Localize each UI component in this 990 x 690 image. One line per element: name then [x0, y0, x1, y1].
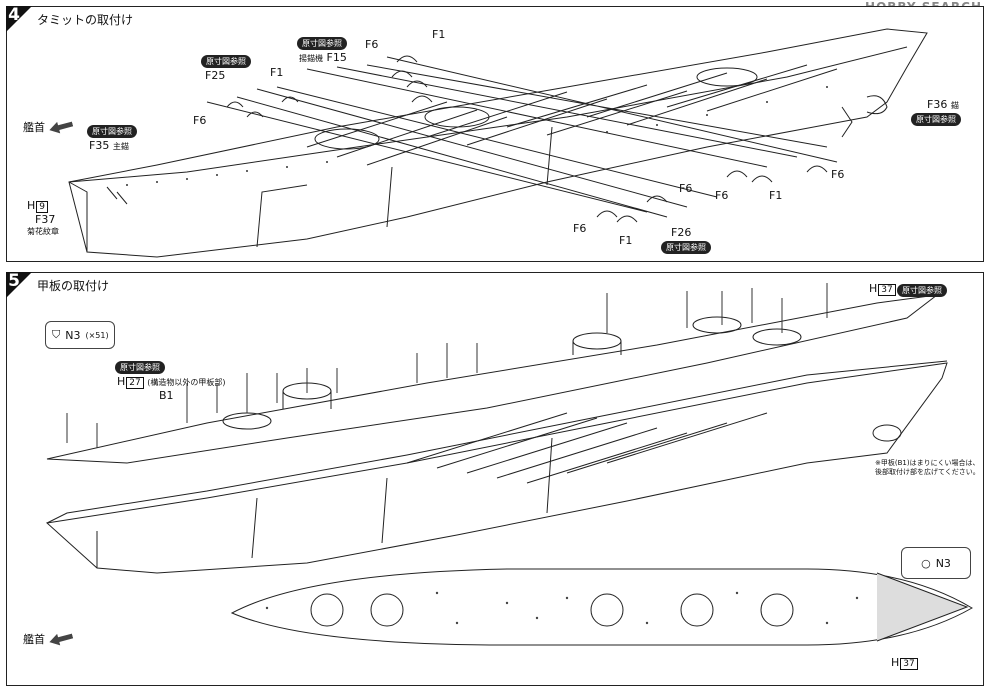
n3-label: N3: [935, 556, 951, 570]
label-h: H: [27, 199, 36, 212]
ref-badge: 原寸図参照: [201, 55, 251, 68]
f35-note: 主錨: [112, 142, 129, 151]
label-f26: F26: [671, 226, 692, 239]
step-5-bow-indicator: 艦首: [23, 631, 73, 647]
label-f6: F6: [679, 182, 693, 195]
label-f25: F25: [205, 69, 226, 82]
step-4-title: タミットの取付け: [37, 13, 134, 27]
label-f1: F1: [270, 66, 284, 79]
pin-icon: ⛉: [52, 328, 61, 341]
bow-label: 艦首: [23, 121, 45, 134]
h27-note: (構造物以外の甲板部): [147, 378, 226, 387]
label-f36: F36: [927, 98, 948, 111]
label-b1: B1: [159, 389, 174, 402]
bow-arrow-icon: [48, 118, 74, 136]
ref-badge: 原寸図参照: [661, 241, 711, 254]
h37-prefix: H: [891, 656, 900, 669]
step-4-bow-indicator: 艦首: [23, 119, 73, 135]
note-line-1: ※甲板(B1)はまりにくい場合は、: [875, 459, 980, 467]
ref-badge: 原寸図参照: [115, 361, 165, 374]
note-line-2: 後部取付け部を広げてください。: [875, 468, 980, 476]
label-f6: F6: [831, 168, 845, 181]
label-f35: F35: [89, 139, 110, 152]
f37-note: 菊花紋章: [27, 227, 59, 236]
step-5-deck-drawing: [45, 283, 973, 646]
deck-fit-note: ※甲板(B1)はまりにくい場合は、 後部取付け部を広げてください。: [875, 459, 980, 477]
hole-icon: ○: [921, 556, 931, 570]
label-f6: F6: [193, 114, 207, 127]
ref-badge: 原寸図参照: [897, 284, 947, 297]
f36-note: 錨: [950, 101, 959, 110]
bow-label: 艦首: [23, 633, 45, 646]
label-f1: F1: [432, 28, 446, 41]
ref-badge: 原寸図参照: [297, 37, 347, 50]
n3-label: N3: [65, 328, 81, 342]
h37-part-number: 37: [878, 284, 896, 296]
h37-prefix: H: [869, 282, 878, 295]
label-f6: F6: [365, 38, 379, 51]
label-f6: F6: [573, 222, 587, 235]
label-f1: F1: [769, 189, 783, 202]
step-4-hull-drawing: [68, 28, 928, 258]
label-f6: F6: [715, 189, 729, 202]
h-part-number: 9: [36, 201, 49, 213]
label-f15: F15: [326, 51, 347, 64]
n3-hole-box: ○ N3: [901, 547, 971, 579]
step-4-panel: 4 タミットの取付け: [6, 6, 984, 262]
f15-note: 揚錨機: [299, 54, 323, 63]
ref-badge: 原寸図参照: [87, 125, 137, 138]
h27-part-number: 27: [126, 377, 144, 389]
label-f1: F1: [619, 234, 633, 247]
ref-badge: 原寸図参照: [911, 113, 961, 126]
bow-arrow-icon: [48, 630, 74, 648]
step-5-panel: 5 甲板の取付け: [6, 272, 984, 686]
h27-prefix: H: [117, 375, 126, 388]
h37-part-number: 37: [900, 658, 918, 670]
label-f37: F37: [35, 213, 56, 226]
n3-parts-box: ⛉ N3 (×51): [45, 321, 115, 349]
n3-count: (×51): [85, 330, 109, 340]
step-5-title: 甲板の取付け: [37, 279, 110, 293]
